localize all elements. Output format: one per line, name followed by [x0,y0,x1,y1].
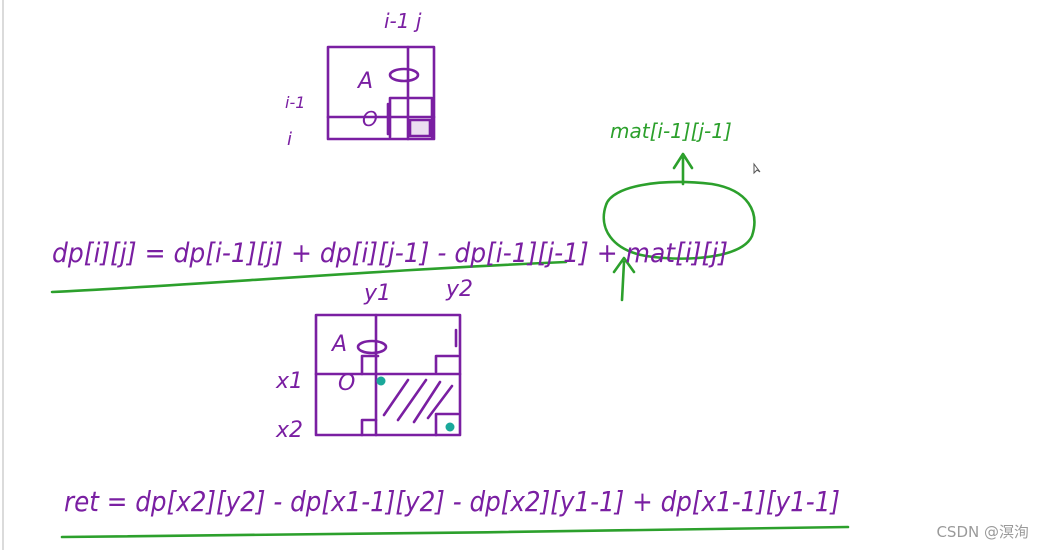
bottom-cell-label-o: O [338,371,355,396]
bottom-small-box-left [360,354,380,376]
equation-1: dp[i][j] = dp[i-1][j] + dp[i][j-1] - dp[… [52,238,728,269]
bottom-small-box-right [434,412,460,437]
bottom-row-label-2: x2 [275,418,303,443]
top-grid-outer [326,45,436,141]
bottom-col-label-1: y1 [363,281,391,306]
top-cell-label-a: A [356,69,373,94]
top-small-box [388,96,434,139]
bottom-small-box-mid [434,354,460,374]
top-row-label-2: i [287,129,292,150]
top-row-label-1: i-1 [285,93,305,112]
top-grid-diagram [326,45,436,141]
top-ellipse [388,67,420,83]
top-cell-label-o: O [362,107,378,131]
green-underline-1 [50,260,568,294]
bottom-hatch [382,378,454,424]
watermark: CSDN @溟洵 [936,523,1029,541]
green-annotation [50,152,850,539]
green-arrow-up-bottom [612,256,636,302]
teal-dot-2 [445,422,455,432]
bottom-row-label-1: x1 [275,369,303,394]
bottom-ellipse [356,339,388,355]
top-inner-box [408,118,432,138]
bottom-col-label-2: y2 [445,277,473,302]
equation-2: ret = dp[x2][y2] - dp[x1-1][y2] - dp[x2]… [64,485,840,518]
bottom-cell-label-a: A [330,332,347,357]
cursor-icon [753,162,761,175]
green-arrow-up-top [672,152,694,186]
top-col-label: i-1 j [384,9,422,33]
green-note: mat[i-1][j-1] [610,119,732,143]
green-circle [602,180,756,260]
bottom-small-box-bottom [360,418,378,437]
teal-dot-1 [376,376,386,386]
green-underline-2 [60,525,850,539]
bottom-grid-diagram [314,313,462,437]
